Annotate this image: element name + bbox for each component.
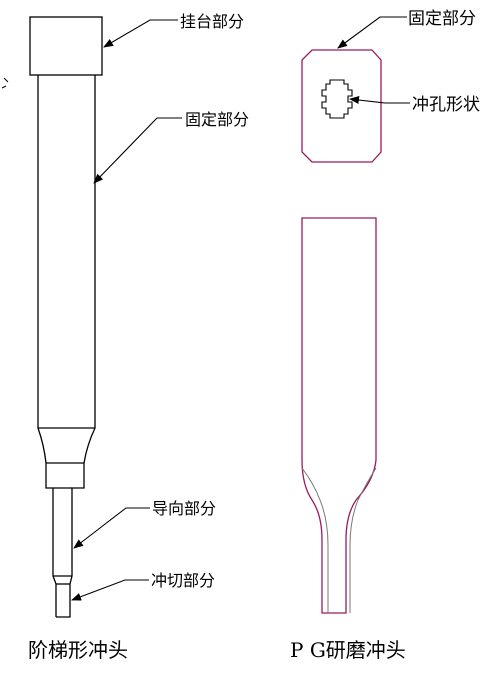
leader-pg-fixed-part xyxy=(337,16,407,49)
label-punch-part: 冲切部分 xyxy=(151,571,215,590)
pg-side-view xyxy=(301,217,377,614)
punch-shank xyxy=(37,75,96,618)
leader-hole-shape xyxy=(349,96,410,104)
hole-shape-outline xyxy=(321,79,353,119)
leader-hanging-part xyxy=(103,19,178,48)
stepped-punch-drawing xyxy=(1,16,103,618)
pg-top-view xyxy=(301,49,382,163)
leader-punch-part xyxy=(71,579,149,601)
punch-head xyxy=(29,16,103,76)
pg-fixed-part-outline xyxy=(301,49,382,163)
right-leader-lines xyxy=(337,16,410,104)
caption-pg-grinding-punch: P G研磨冲头 xyxy=(290,638,406,662)
pg-inner-contour-left xyxy=(301,467,329,613)
caption-stepped-punch: 阶梯形冲头 xyxy=(28,638,128,662)
pg-inner-contour-right xyxy=(349,467,377,613)
label-guide-part: 导向部分 xyxy=(152,499,216,518)
left-leader-lines xyxy=(71,19,182,601)
label-hole-shape: 冲孔形状 xyxy=(412,95,480,115)
pg-body-outline xyxy=(301,217,377,614)
label-hanging-part: 挂台部分 xyxy=(180,12,244,31)
leader-guide-part xyxy=(73,507,150,549)
label-fixed-part: 固定部分 xyxy=(185,110,249,129)
label-pg-fixed-part: 固定部分 xyxy=(408,9,476,29)
leader-fixed-part xyxy=(93,117,182,184)
